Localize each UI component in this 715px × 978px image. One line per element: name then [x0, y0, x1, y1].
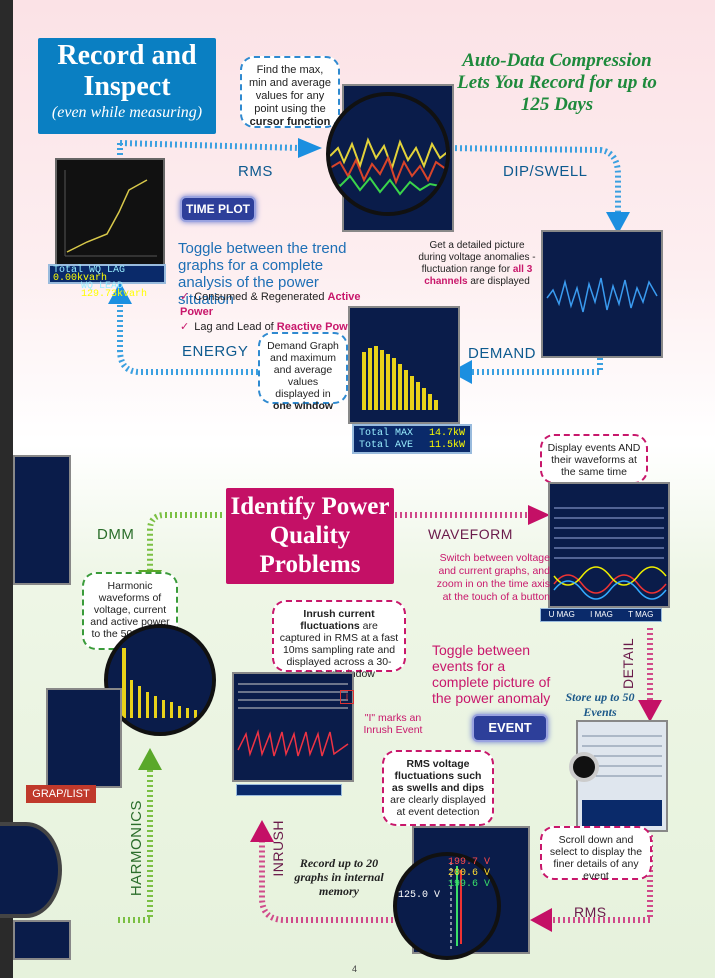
detail-label: DETAIL: [620, 638, 636, 689]
harmonic-list-screen: [46, 688, 122, 788]
energy-screen: [55, 158, 165, 268]
energy-readout: Total WQ LAG 0.00kvarh WQ LEAD 129.73kva…: [48, 264, 166, 300]
readout-name: Total MAX: [359, 428, 414, 439]
harmonic-magnifier: [104, 624, 216, 736]
rms-reading: 199.7 V: [448, 857, 491, 868]
event-button[interactable]: EVENT: [472, 714, 548, 742]
inrush-screen: [232, 672, 354, 782]
check1-bold: Active Power: [180, 291, 361, 318]
rms-reading-low: 125.0 V: [398, 890, 441, 901]
check-list: ✓ Consumed & Regenerated Active Power ✓ La…: [180, 290, 380, 335]
auto-data-heading: Auto-Data Compression Lets You Record fo…: [457, 50, 657, 115]
power-quality-title: Identify Power Quality Problems: [226, 488, 394, 584]
title-subtitle: (even while measuring): [51, 104, 203, 121]
demand-readout: Total MAX 14.7kW Total AVE 11.5kW: [352, 424, 472, 454]
rms-callout: RMS voltage fluctuations such as swells …: [382, 750, 494, 826]
dmm-label: DMM: [97, 526, 135, 543]
grap-list-label: GRAP/LIST: [26, 785, 96, 803]
energy-label: ENERGY: [182, 343, 249, 360]
readout-name: Total AVE: [359, 440, 414, 451]
demand-callout-text: Demand Graph and maximum and average val…: [267, 340, 339, 400]
dipswell-label: DIP/SWELL: [503, 163, 588, 180]
phase-screen: [0, 822, 62, 918]
check2-bold: Reactive Power: [276, 321, 359, 333]
i-marks-text: "I" marks an Inrush Event: [363, 712, 423, 736]
demand-callout: Demand Graph and maximum and average val…: [258, 332, 348, 412]
readout-label: Total: [53, 265, 84, 276]
inrush-label: INRUSH: [270, 820, 286, 877]
rms-reading: 200.6 V: [448, 868, 491, 879]
readout-name: WQ LAG: [89, 265, 126, 276]
dip-callout-text: Get a detailed picture during voltage an…: [418, 240, 536, 275]
dip-callout: Get a detailed picture during voltage an…: [418, 240, 536, 288]
rms-label: RMS: [238, 163, 273, 180]
check1-text: Consumed & Regenerated: [194, 291, 328, 303]
store-events-text: Store up to 50 Events: [565, 690, 635, 719]
check-icon: ✓: [180, 321, 190, 333]
scroll-callout: Scroll down and select to display the fi…: [540, 826, 652, 882]
toggle-trend-text: Toggle between the trend graphs for a co…: [178, 240, 347, 308]
demand-label: DEMAND: [468, 345, 537, 362]
tab-u-mag[interactable]: U MAG: [548, 610, 575, 619]
inrush-tabs: [236, 784, 342, 796]
events-callout: Display events AND their waveforms at th…: [540, 434, 648, 484]
dip-callout-post: are displayed: [467, 276, 530, 287]
title-main: Record and Inspect: [57, 40, 197, 102]
demand-screen: [348, 306, 460, 424]
switch-text: Switch between voltage and current graph…: [436, 552, 550, 603]
page-number: 4: [352, 964, 358, 974]
cursor-callout: Find the max, min and average values for…: [240, 56, 340, 128]
cursor-callout-text: Find the max, min and average values for…: [249, 64, 331, 115]
rms-event-magnifier: [393, 852, 501, 960]
detail-screen: [576, 720, 668, 832]
rms-magnifier: [326, 92, 450, 216]
rms-label-2: RMS: [574, 904, 607, 920]
dipswell-screen: [541, 230, 663, 358]
waveform-tabs: U MAG I MAG T MAG: [540, 608, 662, 622]
toggle-events-text: Toggle between events for a complete pic…: [432, 642, 551, 706]
tab-t-mag[interactable]: T MAG: [628, 610, 654, 619]
tab-i-mag[interactable]: I MAG: [590, 610, 613, 619]
rms-callout-text: are clearly displayed at event detection: [390, 794, 486, 818]
inrush-callout: Inrush current fluctuations are captured…: [272, 600, 406, 680]
readout-value: 14.7kW: [428, 428, 465, 439]
waveform-label: WAVEFORM: [428, 526, 513, 542]
phase-readout-screen: [13, 920, 71, 960]
readout-value: 129.73kvarh: [81, 289, 148, 300]
dmm-screen: [13, 455, 71, 585]
page-edge: [0, 0, 13, 978]
check-icon: ✓: [180, 291, 190, 303]
readout-value: 11.5kW: [428, 440, 465, 451]
inrush-callout-bold: Inrush current fluctuations: [300, 608, 375, 632]
demand-callout-bold: one window: [272, 400, 334, 412]
check2-text: Lag and Lead of: [194, 321, 277, 333]
rms-reading: 199.6 V: [448, 879, 491, 890]
event-list-screen: [548, 482, 670, 608]
time-plot-button[interactable]: TIME PLOT: [180, 196, 256, 222]
detail-magnifier: [569, 752, 599, 782]
cursor-callout-bold: cursor function: [249, 116, 331, 128]
readout-name: WQ LEAD: [81, 281, 124, 292]
inrush-marker: I: [340, 690, 354, 704]
harmonics-label: HARMONICS: [128, 800, 145, 897]
dip-callout-bold: all 3 channels: [424, 264, 533, 287]
rms-readings: 199.7 V 200.6 V 199.6 V: [448, 857, 490, 890]
rms-callout-bold: RMS voltage fluctuations such as swells …: [391, 758, 485, 794]
readout-value: 0.00kvarh: [53, 273, 108, 284]
record-graphs-text: Record up to 20 graphs in internal memor…: [294, 856, 384, 898]
record-inspect-title: Record and Inspect (even while measuring…: [38, 38, 216, 134]
